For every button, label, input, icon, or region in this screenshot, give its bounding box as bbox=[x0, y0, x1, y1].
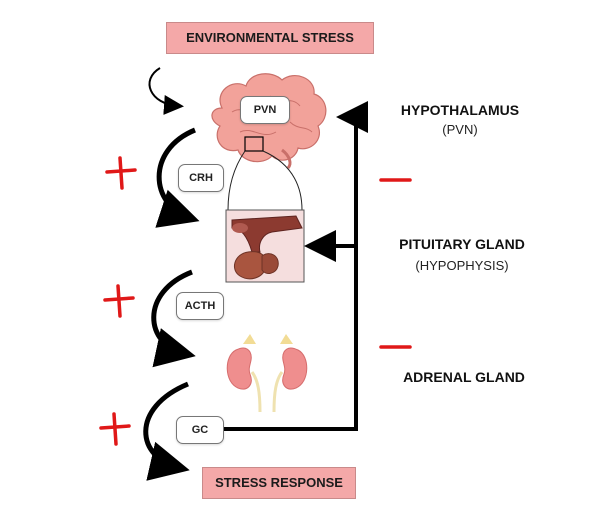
acth-label: ACTH bbox=[184, 300, 216, 312]
zoom-outline bbox=[227, 150, 303, 211]
kidneys-icon bbox=[226, 334, 308, 413]
stress-response-box: STRESS RESPONSE bbox=[202, 467, 356, 499]
environmental-stress-box: ENVIRONMENTAL STRESS bbox=[166, 22, 374, 54]
gc-label: GC bbox=[191, 424, 209, 436]
arrow-gc-stimulation bbox=[143, 381, 190, 481]
plus-sign-3 bbox=[99, 412, 131, 446]
crh-label: CRH bbox=[189, 172, 213, 184]
hypothalamus-sublabel: (PVN) bbox=[442, 122, 478, 137]
gc-box: GC bbox=[176, 416, 224, 444]
hypothalamus-label: HYPOTHALAMUS bbox=[400, 102, 520, 118]
arrow-crh-stimulation bbox=[155, 127, 200, 228]
pituitary-icon bbox=[225, 209, 305, 283]
environmental-stress-label: ENVIRONMENTAL STRESS bbox=[186, 30, 354, 45]
adrenal-label: ADRENAL GLAND bbox=[403, 369, 525, 385]
pvn-box: PVN bbox=[240, 96, 290, 124]
acth-box: ACTH bbox=[176, 292, 224, 320]
plus-sign-1 bbox=[105, 156, 137, 190]
plus-sign-2 bbox=[103, 284, 135, 318]
pvn-label: PVN bbox=[253, 104, 277, 116]
arrow-acth-stimulation bbox=[151, 269, 196, 368]
pituitary-sublabel: (HYPOPHYSIS) bbox=[415, 258, 509, 273]
pituitary-label: PITUITARY GLAND bbox=[399, 236, 525, 252]
arrow-stress-to-hypothalamus bbox=[148, 67, 184, 115]
feedback-main-line bbox=[222, 117, 358, 431]
crh-box: CRH bbox=[178, 164, 224, 192]
stress-response-label: STRESS RESPONSE bbox=[215, 475, 343, 490]
